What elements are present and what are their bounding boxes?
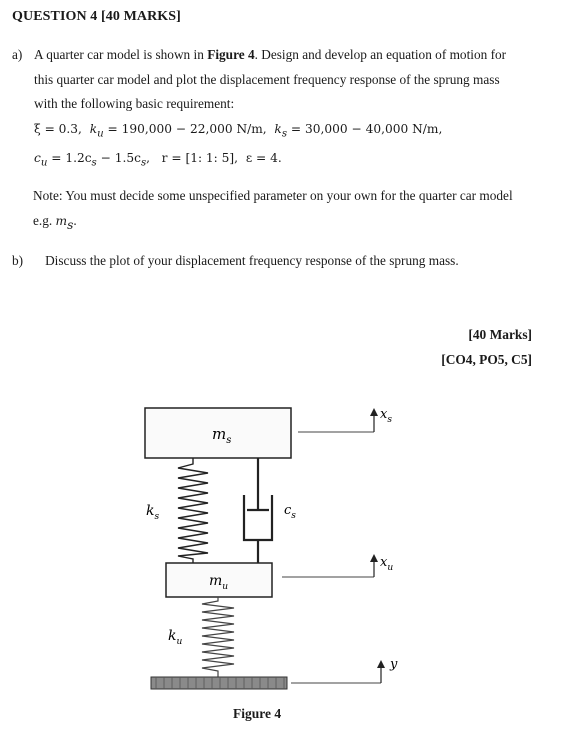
reference-lines	[282, 431, 381, 684]
cu-symbol: c	[34, 151, 41, 166]
disp-xu-label: xu	[380, 555, 393, 573]
sprung-mass-block	[144, 407, 292, 459]
part-a-line1: A quarter car model is shown in Figure 4…	[34, 43, 544, 68]
part-a-line1-pre: A quarter car model is shown in	[34, 47, 208, 62]
spring-ks-label: ks	[146, 503, 159, 522]
part-b-label: b)	[12, 253, 24, 268]
epsilon-value: ε = 4.	[245, 151, 282, 166]
unsprung-mass-block	[165, 562, 273, 598]
part-a-line1-post: . Design and develop an equation of moti…	[254, 47, 507, 62]
figure-reference: Figure 4	[207, 47, 255, 62]
part-a-line2: this quarter car model and plot the disp…	[34, 71, 500, 87]
sprung-spring	[177, 458, 209, 563]
cu-expr-2: − 1.5c	[96, 151, 141, 166]
ground-hatch	[155, 677, 285, 689]
ground	[150, 676, 288, 690]
tire-spring	[201, 597, 235, 677]
ku-range: = 190,000 − 22,000 N/m,	[103, 121, 267, 136]
part-b-text: Discuss the plot of your displacement fr…	[45, 253, 459, 268]
note: Note: You must decide some unspecified p…	[33, 183, 543, 239]
disp-y-label: y	[389, 657, 398, 672]
unsprung-mass-label: mu	[209, 573, 228, 592]
note-line2: e.g. ms.	[33, 208, 543, 239]
question-heading: QUESTION 4 [40 MARKS]	[12, 9, 181, 24]
cu-expr-1: = 1.2c	[47, 151, 92, 166]
part-b: b) Discuss the plot of your displacement …	[12, 253, 459, 269]
part-a-text: A quarter car model is shown in Figure 4…	[34, 43, 544, 176]
marks-block: [40 Marks] [CO4, PO5, C5]	[441, 322, 532, 372]
ks-range: = 30,000 − 40,000 N/m,	[287, 121, 443, 136]
cu-sub: u	[40, 157, 48, 169]
sprung-mass-label: ms	[212, 425, 231, 446]
note-line1: Note: You must decide some unspecified p…	[33, 188, 513, 203]
damper	[242, 458, 274, 563]
marks-outcomes: [CO4, PO5, C5]	[441, 352, 532, 367]
damping-ratio: ξ = 0.3,	[34, 121, 82, 136]
figure-caption: Figure 4	[233, 706, 282, 721]
frequency-ratio: r = [1: 1: 5],	[161, 151, 239, 166]
ks-sub: s	[281, 127, 288, 139]
ms-sub: s	[67, 217, 74, 232]
ku-sub: u	[97, 127, 104, 139]
requirement-equation-1: ξ = 0.3, ku = 190,000 − 22,000 N/m, ks =…	[34, 117, 544, 147]
note-period: .	[73, 213, 77, 228]
note-eg: e.g.	[33, 213, 56, 228]
ku-symbol: k	[89, 121, 98, 136]
spring-ku-label: ku	[168, 628, 182, 647]
ks-symbol: k	[274, 121, 282, 136]
requirement-equation-2: cu = 1.2cs − 1.5cs, r = [1: 1: 5], ε = 4…	[34, 146, 544, 176]
cu-comma: ,	[146, 151, 151, 166]
marks-total: [40 Marks]	[468, 327, 532, 342]
y-arrow	[377, 660, 385, 683]
ms-symbol: m	[55, 214, 68, 228]
cu-expr-2-sub: s	[140, 157, 147, 169]
damper-cs-label: cs	[284, 503, 296, 521]
disp-xs-label: xs	[380, 407, 392, 425]
part-a-line3: with the following basic requirement:	[34, 96, 235, 111]
xs-arrow	[370, 408, 378, 432]
xu-arrow	[370, 554, 378, 577]
cu-expr-1-sub: s	[91, 157, 97, 169]
part-a-label: a)	[12, 47, 23, 62]
